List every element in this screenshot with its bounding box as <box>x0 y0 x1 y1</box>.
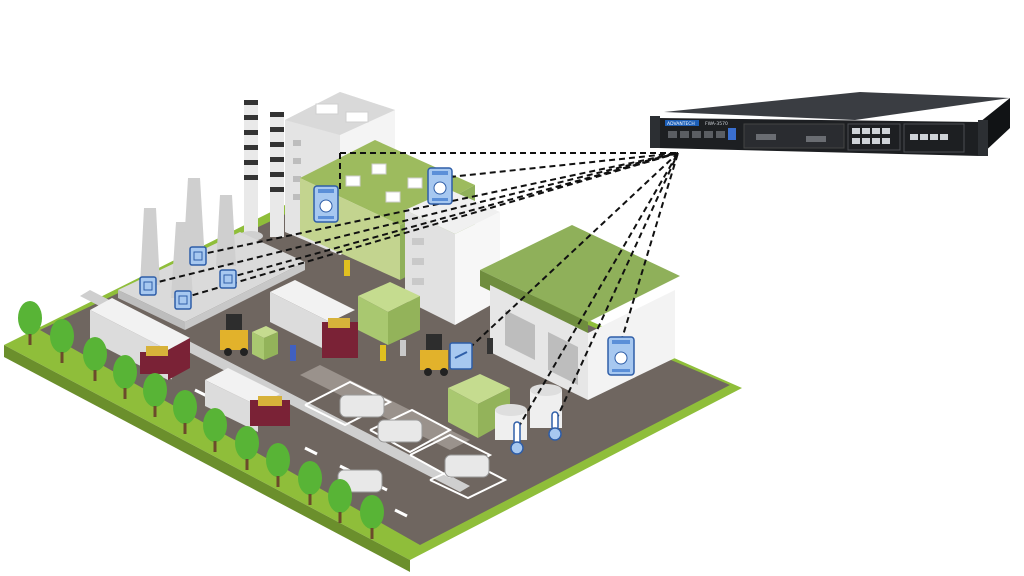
sensor-module-icon <box>607 336 635 376</box>
sfp-port <box>756 134 776 140</box>
rack-ear-right <box>978 120 988 156</box>
link-to-warehouse-sensor <box>620 152 679 343</box>
link-to-io-2 <box>149 152 679 285</box>
sensor-module-icon <box>427 167 453 205</box>
ethernet-ports <box>852 128 948 144</box>
brand-label: ADVANTECH <box>667 121 695 127</box>
thermometer-icon <box>548 411 562 441</box>
model-label: FWA-3570 <box>705 121 728 127</box>
green-crates <box>448 374 510 438</box>
ethernet-ports <box>668 131 725 138</box>
status-leds <box>728 128 736 140</box>
ground-side <box>4 345 410 572</box>
truck <box>205 368 290 432</box>
module-slot <box>903 123 965 153</box>
tree-row <box>18 301 384 539</box>
workers <box>290 260 493 361</box>
parking-spaces <box>304 380 508 500</box>
truck <box>270 280 358 358</box>
link-to-sensor-2 <box>439 152 679 179</box>
forklift <box>420 334 448 376</box>
server-top <box>664 92 1010 120</box>
green-crates <box>252 326 278 360</box>
link-to-io-4 <box>182 152 679 299</box>
io-module-icon <box>219 269 237 289</box>
io-module-icon <box>189 246 207 266</box>
green-crates <box>358 282 420 345</box>
server-icon: ADVANTECH FWA-3570 <box>650 92 1010 156</box>
rack-ear-left <box>650 116 660 148</box>
link-to-sensor-1 <box>339 152 678 190</box>
forklift <box>220 314 248 356</box>
module-slot <box>847 123 901 151</box>
link-to-thermometer-1 <box>517 152 679 429</box>
link-to-io-3 <box>227 152 679 279</box>
io-module-icon <box>139 276 157 296</box>
link-to-thermometer-2 <box>555 152 679 421</box>
parked-cars <box>337 394 490 493</box>
truck <box>90 298 190 380</box>
thermometer-icon <box>510 421 524 455</box>
chimney-platform <box>118 232 305 330</box>
sensor-module-icon <box>313 185 339 223</box>
io-module-icon <box>174 290 192 310</box>
striped-chimney <box>270 112 284 237</box>
front-panel-badge: ADVANTECH FWA-3570 <box>665 120 728 127</box>
sfp-port <box>806 136 826 142</box>
io-module-icon <box>449 342 473 370</box>
